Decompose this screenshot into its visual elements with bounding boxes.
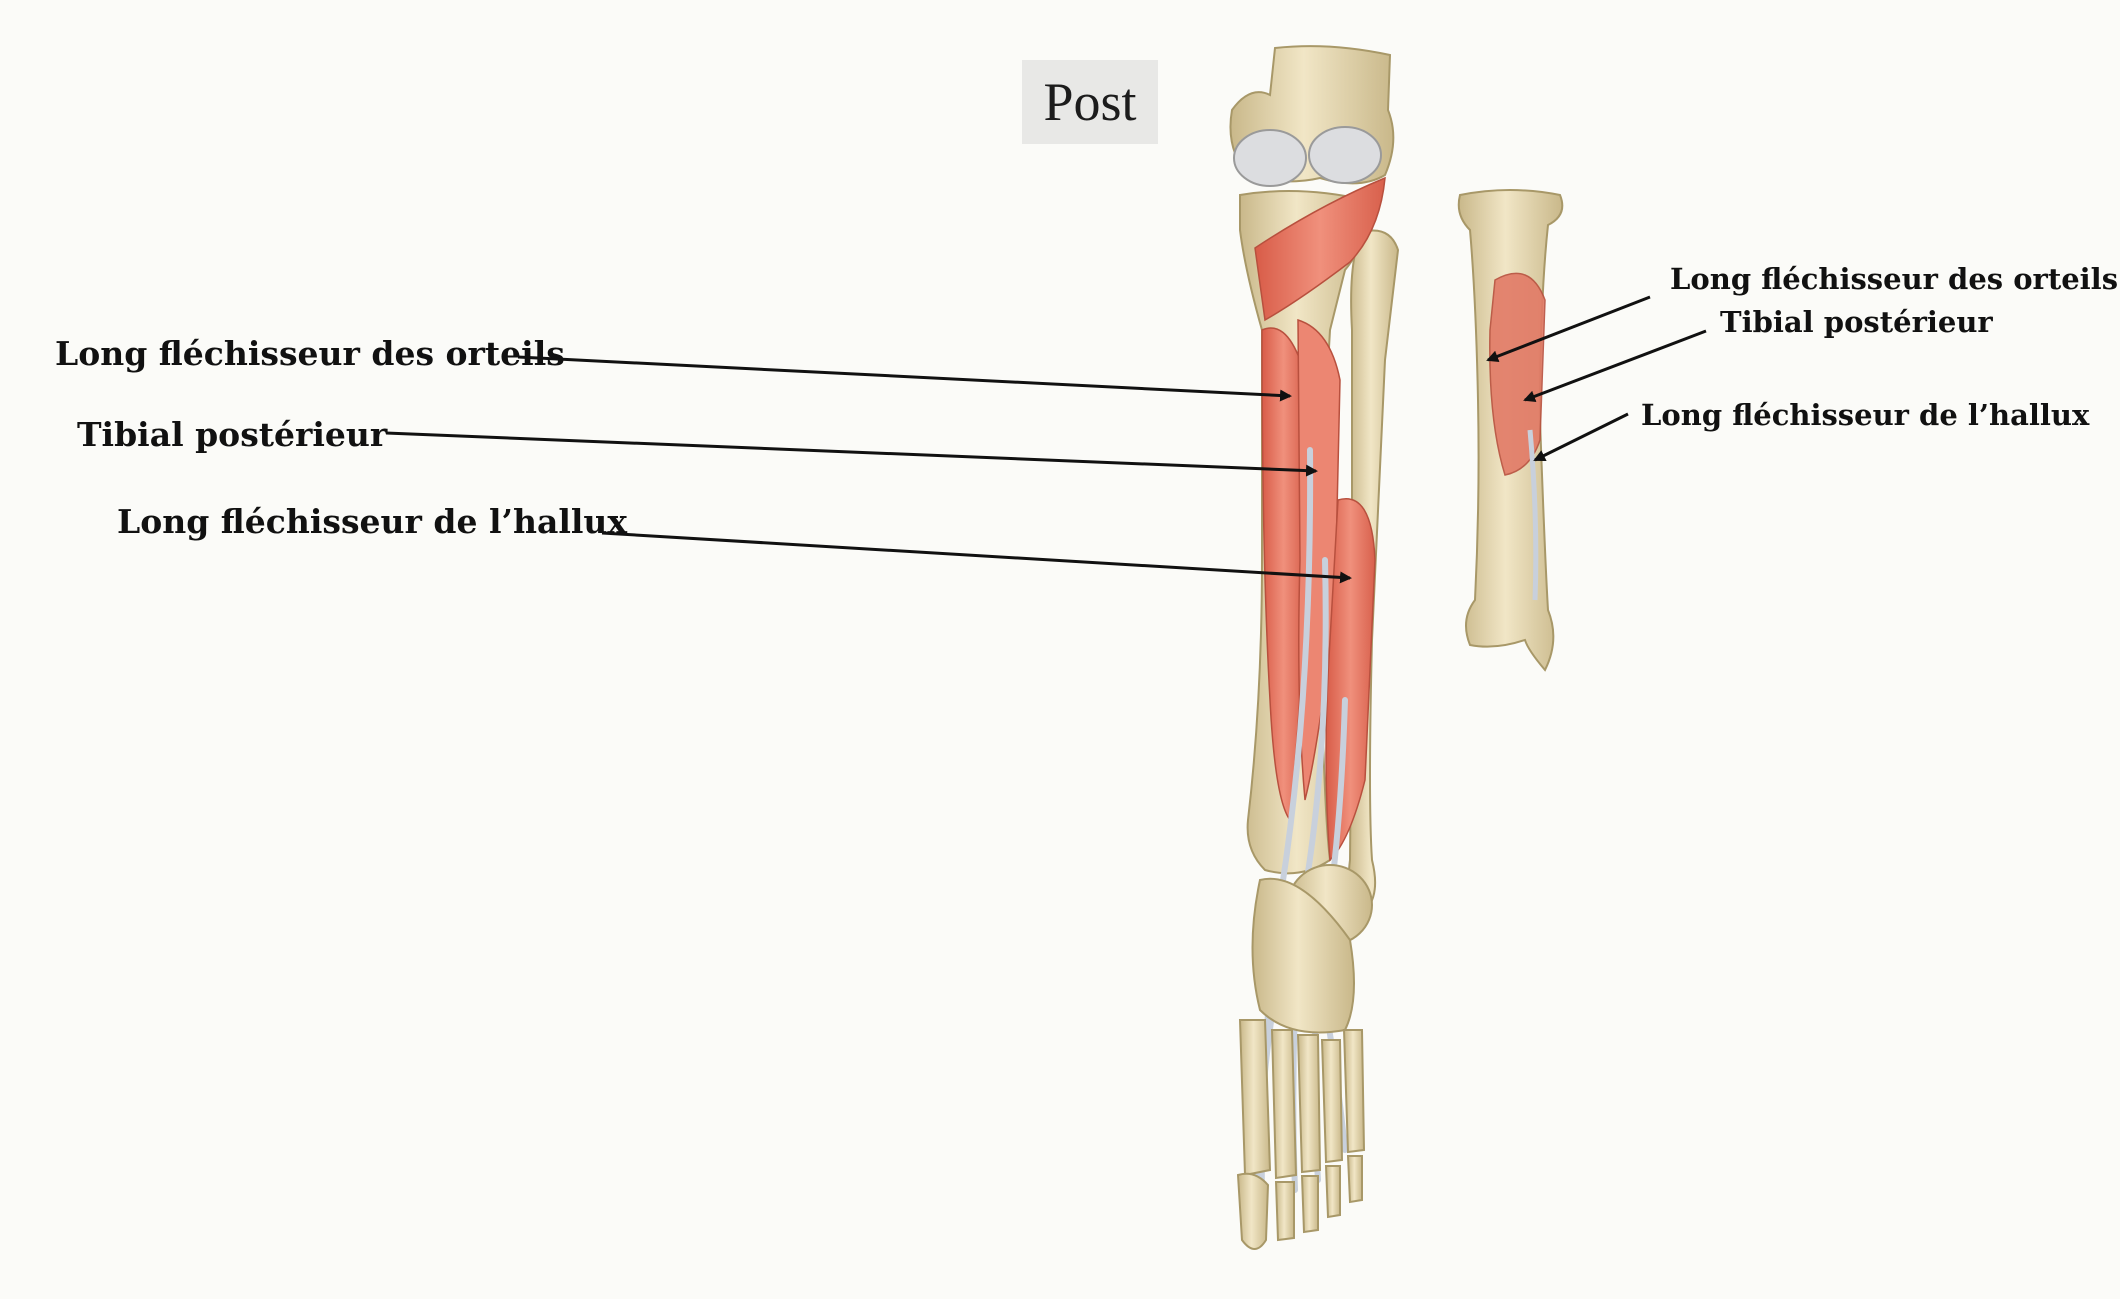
view-label: Post <box>1022 60 1158 144</box>
flexor-hallucis-longus-muscle <box>1325 498 1376 862</box>
label-flexor-digitorum-longus: Long fléchisseur des orteils <box>55 334 565 373</box>
inset-label-flexor-hallucis-longus: Long fléchisseur de l’hallux <box>1641 398 2090 432</box>
popliteus-muscle <box>1254 176 1386 322</box>
arrow-right-flexor-digitorum <box>1486 295 1651 362</box>
arrow-right-flexor-hallucis <box>1533 412 1629 462</box>
inset-tibia <box>1457 189 1564 672</box>
arrow-left-tibialis-posterior <box>385 431 1318 477</box>
inset-label-flexor-digitorum-longus: Long fléchisseur des orteils <box>1670 262 2119 296</box>
label-tibialis-posterior: Tibial postérieur <box>77 415 388 454</box>
arrow-left-flexor-digitorum <box>517 355 1292 402</box>
main-leg <box>1229 45 1400 1250</box>
inset-label-tibialis-posterior: Tibial postérieur <box>1720 305 1993 339</box>
foot-bones <box>1236 864 1373 1250</box>
arrow-right-tibialis-posterior <box>1523 329 1707 403</box>
leader-arrows <box>385 295 1707 584</box>
arrow-left-flexor-hallucis <box>601 531 1352 584</box>
inset-muscle-area <box>1489 272 1546 476</box>
tibialis-posterior-muscle <box>1297 318 1341 801</box>
femur-distal <box>1229 45 1395 187</box>
label-flexor-hallucis-longus: Long fléchisseur de l’hallux <box>117 502 628 541</box>
